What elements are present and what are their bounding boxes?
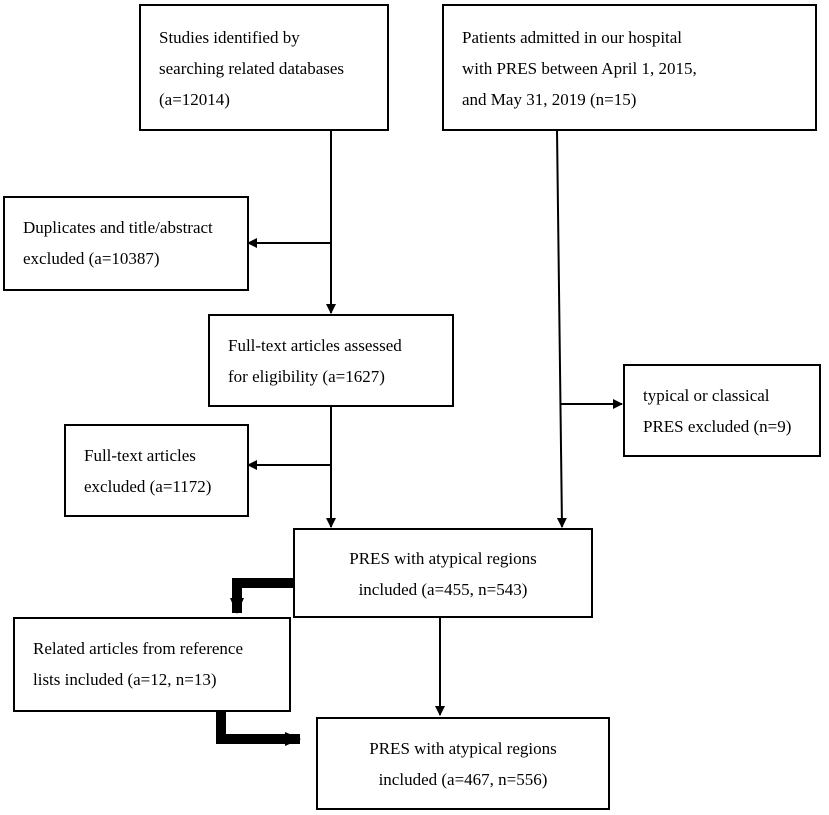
node-text: excluded (a=1172)	[84, 477, 212, 496]
node-text: Full-text articles	[84, 446, 196, 465]
node-text: lists included (a=12, n=13)	[33, 670, 217, 689]
node-text: included (a=467, n=556)	[378, 770, 548, 789]
node-text: typical or classical	[643, 386, 770, 405]
node-duplicates-excluded: Duplicates and title/abstract excluded (…	[3, 196, 249, 291]
node-text: PRES excluded (n=9)	[643, 417, 792, 436]
node-fulltext-assessed: Full-text articles assessed for eligibil…	[208, 314, 454, 407]
edge-pres1-to-related	[230, 578, 293, 614]
node-patients-admitted: Patients admitted in our hospital with P…	[442, 4, 817, 131]
node-fulltext-excluded: Full-text articles excluded (a=1172)	[64, 424, 249, 517]
node-text: and May 31, 2019 (n=15)	[462, 90, 637, 109]
node-pres-atypical-1: PRES with atypical regions included (a=4…	[293, 528, 593, 618]
node-text: Studies identified by	[159, 28, 300, 47]
node-studies-identified: Studies identified by searching related …	[139, 4, 389, 131]
node-text: Patients admitted in our hospital	[462, 28, 683, 47]
node-text: excluded (a=10387)	[23, 249, 160, 268]
node-text: with PRES between April 1, 2015,	[462, 59, 697, 78]
node-text: for eligibility (a=1627)	[228, 367, 385, 386]
node-text: (a=12014)	[159, 90, 230, 109]
node-text: Related articles from reference	[33, 639, 244, 658]
edge-patients-to-pres1	[556, 129, 567, 528]
node-text: Full-text articles assessed	[228, 336, 402, 355]
node-typical-excluded: typical or classical PRES excluded (n=9)	[623, 364, 821, 457]
node-pres-atypical-final: PRES with atypical regions included (a=4…	[316, 717, 610, 810]
edge-related-to-final	[216, 712, 301, 746]
node-text: searching related databases	[159, 59, 345, 78]
node-text: PRES with atypical regions	[369, 739, 557, 758]
node-text: included (a=455, n=543)	[358, 580, 528, 599]
node-text: PRES with atypical regions	[349, 549, 537, 568]
node-text: Duplicates and title/abstract	[23, 218, 213, 237]
node-related-articles: Related articles from reference lists in…	[13, 617, 291, 712]
